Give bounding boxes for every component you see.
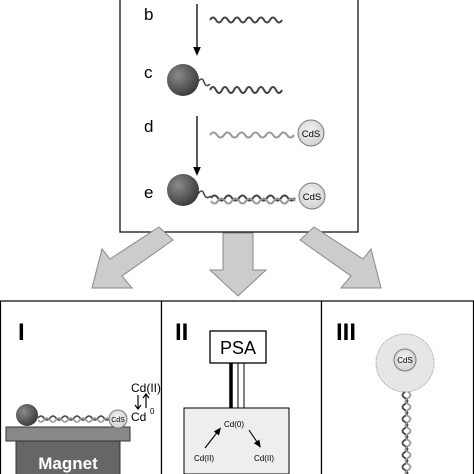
magnetic-bead-c: [167, 64, 199, 96]
electrochemical-cell: [183, 407, 290, 474]
cd-right-label: Cd(II): [254, 454, 274, 463]
probe-strand-e: [210, 197, 296, 205]
step-label-d: d: [144, 117, 153, 136]
step-label-e: e: [144, 183, 153, 202]
block-arrow-right: [299, 226, 382, 289]
linker-c: [197, 78, 211, 87]
cds-nanoparticle-panel-three: [393, 348, 417, 372]
block-arrow-center: [208, 232, 268, 297]
magnet-label: Magnet: [38, 454, 98, 473]
deposition-arrow: [204, 427, 222, 449]
probe-strand-d: [209, 131, 295, 139]
psa-label: PSA: [220, 338, 256, 358]
cds-label-d: CdS: [302, 129, 320, 140]
magnetic-bead-e: [167, 174, 199, 206]
cds-label-panel-one: CdS: [111, 417, 125, 424]
linker-e: [197, 190, 212, 199]
cds-nanoparticle-panel-one: [108, 409, 128, 429]
magnetic-bead-panel-one: [16, 404, 38, 426]
panel-one-label: I: [18, 319, 25, 346]
magnet-block: [15, 440, 121, 474]
panel-two-label: II: [175, 319, 188, 346]
panel-three-label: III: [336, 319, 356, 346]
cds-nanoparticle-d: [297, 119, 325, 147]
cds-label-panel-three: CdS: [397, 356, 413, 365]
cds-label-e: CdS: [303, 192, 321, 203]
magnet-block-top: [5, 426, 131, 442]
target-strand-b: [209, 16, 283, 24]
target-strand-c: [209, 86, 283, 94]
cd-zero-label: Cd: [131, 410, 146, 424]
equilibrium-arrows: [134, 393, 150, 410]
hybrid-strand-panel-one-a: [37, 415, 111, 421]
cd-metal-label: Cd(0): [224, 420, 244, 429]
step-label-b: b: [144, 5, 153, 24]
psa-box: [209, 330, 267, 364]
cds-nanoparticle-e: [298, 182, 326, 210]
hybrid-strand-panel-one-b: [37, 417, 111, 423]
cd-ion-label: Cd(II): [131, 381, 161, 395]
hybrid-strand-panel-three-b: [404, 391, 412, 474]
stripping-arrow: [248, 429, 261, 448]
cd-left-label: Cd(II): [194, 454, 214, 463]
step-label-c: c: [144, 63, 153, 82]
target-strand-e: [210, 194, 296, 202]
cd-zero-superscript: 0: [150, 407, 155, 416]
block-arrow-left: [91, 226, 174, 289]
